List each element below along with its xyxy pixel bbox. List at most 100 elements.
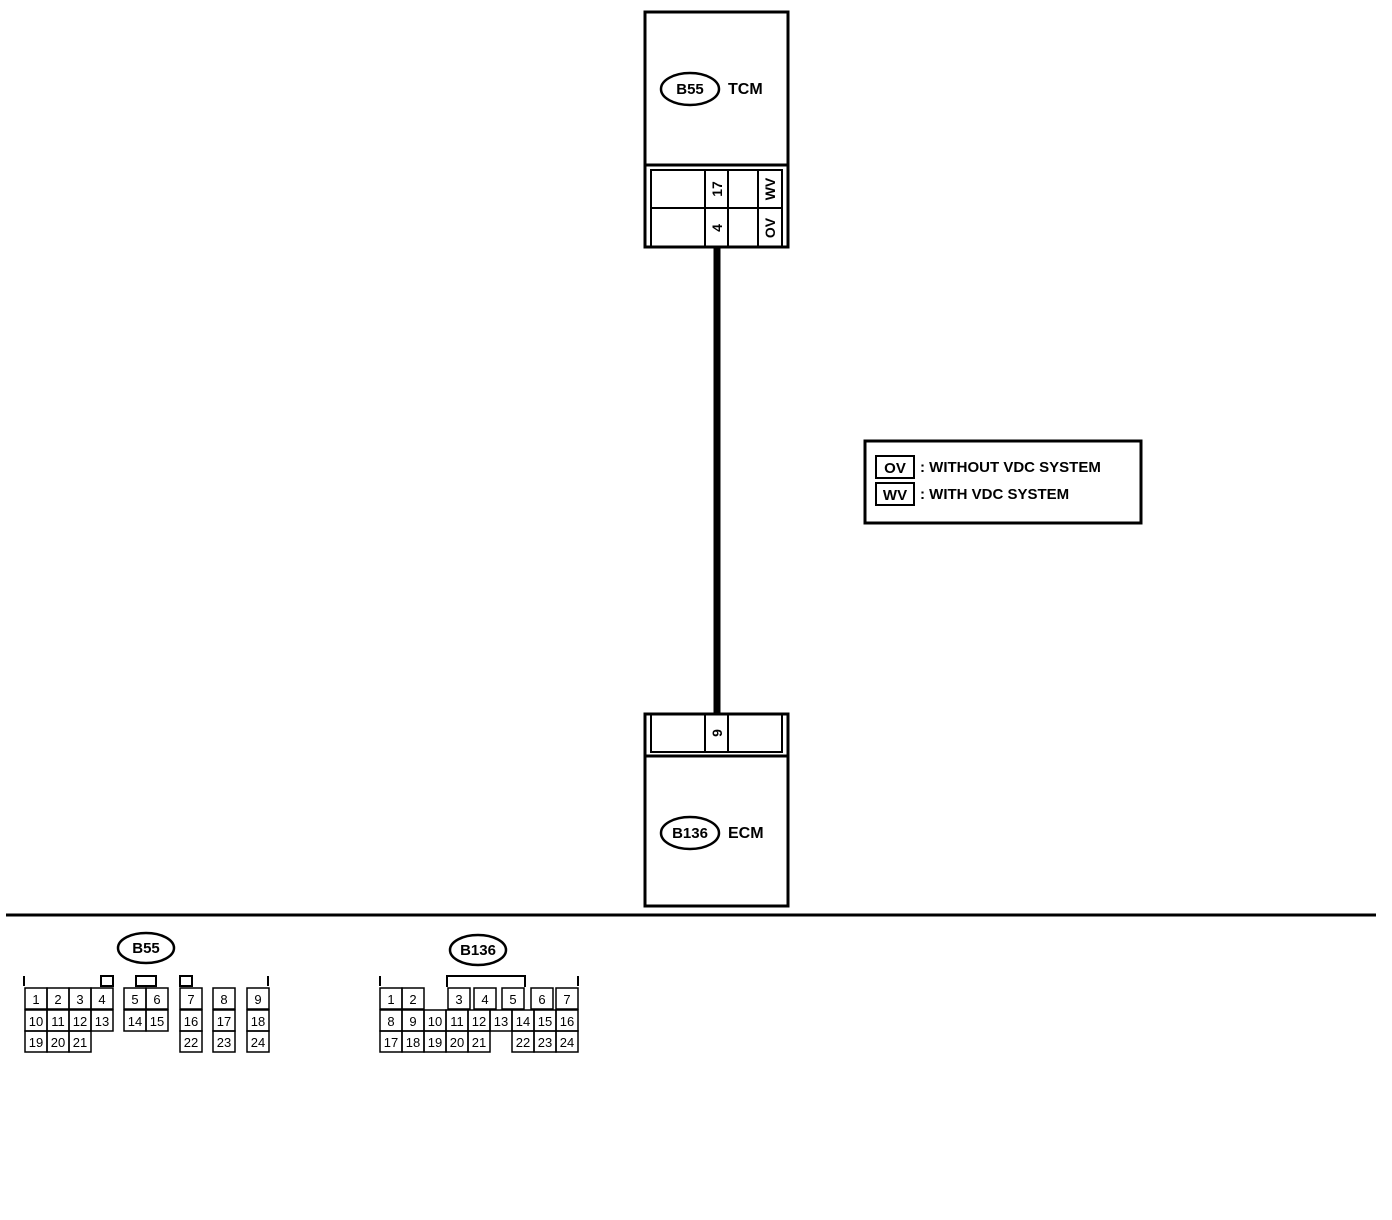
- b55-pin-22: 22: [179, 1030, 203, 1053]
- legend-wv-code: WV: [883, 487, 907, 504]
- tcm-terminal-17: 17: [709, 181, 725, 197]
- b136-pin-8: 8: [379, 1009, 403, 1032]
- b55-pin-18: 18: [246, 1009, 270, 1032]
- tcm-terminal-4: 4: [709, 224, 725, 232]
- svg-text:20: 20: [450, 1035, 464, 1050]
- legend: OV : WITHOUT VDC SYSTEM WV : WITH VDC SY…: [863, 439, 1143, 525]
- b136-pin-17: 17: [379, 1030, 403, 1053]
- svg-text:10: 10: [29, 1014, 43, 1029]
- b136-pin-11: 11: [445, 1009, 469, 1032]
- svg-text:11: 11: [450, 1014, 464, 1029]
- legend-ov-text: : WITHOUT VDC SYSTEM: [920, 459, 1101, 476]
- b136-pin-18: 18: [401, 1030, 425, 1053]
- svg-text:3: 3: [76, 992, 83, 1007]
- b136-pin-2: 2: [401, 987, 425, 1010]
- b136-pin-16: 16: [555, 1009, 579, 1032]
- ecm-connector-block: [650, 713, 783, 753]
- legend-wv-text: : WITH VDC SYSTEM: [920, 486, 1069, 503]
- b136-pin-6: 6: [530, 987, 554, 1010]
- svg-text:6: 6: [153, 992, 160, 1007]
- svg-text:22: 22: [516, 1035, 530, 1050]
- svg-text:19: 19: [428, 1035, 442, 1050]
- svg-text:1: 1: [32, 992, 39, 1007]
- b55-pin-10: 10: [24, 1009, 48, 1032]
- svg-text:19: 19: [29, 1035, 43, 1050]
- ecm-connector-id-oval: [659, 815, 721, 851]
- b55-pin-15: 15: [145, 1009, 169, 1032]
- b55-pin-14: 14: [123, 1009, 147, 1032]
- tcm-name: TCM: [728, 81, 763, 98]
- svg-text:17: 17: [384, 1035, 398, 1050]
- b55-pin-20: 20: [46, 1030, 70, 1053]
- svg-text:22: 22: [184, 1035, 198, 1050]
- svg-text:8: 8: [387, 1014, 394, 1029]
- tcm-variant-ov: OV: [762, 217, 778, 238]
- legend-ov-code: OV: [884, 460, 906, 477]
- tcm-module: B55 TCM 17 4 WV OV: [643, 10, 790, 249]
- svg-text:23: 23: [538, 1035, 552, 1050]
- b136-pin-5: 5: [501, 987, 525, 1010]
- b136-pin-10: 10: [423, 1009, 447, 1032]
- svg-text:12: 12: [73, 1014, 87, 1029]
- svg-text:9: 9: [409, 1014, 416, 1029]
- b55-pin-8: 8: [212, 987, 236, 1010]
- b136-pin-3: 3: [447, 987, 471, 1010]
- b55-pin-23: 23: [212, 1030, 236, 1053]
- b136-id: B136: [460, 942, 496, 959]
- b136-pin-22: 22: [511, 1030, 535, 1053]
- svg-text:5: 5: [509, 992, 516, 1007]
- svg-text:3: 3: [455, 992, 462, 1007]
- b55-pin-21: 21: [68, 1030, 92, 1053]
- b55-pin-17: 17: [212, 1009, 236, 1032]
- svg-text:21: 21: [472, 1035, 486, 1050]
- b136-pin-20: 20: [445, 1030, 469, 1053]
- b55-pin-11: 11: [46, 1009, 70, 1032]
- svg-text:15: 15: [538, 1014, 552, 1029]
- svg-text:5: 5: [131, 992, 138, 1007]
- tcm-connector-id: B55: [676, 81, 704, 98]
- legend-wv-box: [875, 482, 915, 506]
- b55-pin-4: 4: [90, 987, 114, 1010]
- svg-text:13: 13: [494, 1014, 508, 1029]
- svg-text:24: 24: [251, 1035, 265, 1050]
- svg-text:20: 20: [51, 1035, 65, 1050]
- svg-text:21: 21: [73, 1035, 87, 1050]
- b55-pin-13: 13: [90, 1009, 114, 1032]
- svg-text:16: 16: [560, 1014, 574, 1029]
- svg-text:18: 18: [406, 1035, 420, 1050]
- svg-text:16: 16: [184, 1014, 198, 1029]
- b55-pin-7: 7: [179, 987, 203, 1010]
- b136-pin-21: 21: [467, 1030, 491, 1053]
- b136-pin-4: 4: [473, 987, 497, 1010]
- b136-pin-9: 9: [401, 1009, 425, 1032]
- b136-pin-19: 19: [423, 1030, 447, 1053]
- b55-pin-1: 1: [24, 987, 48, 1010]
- b55-pin-16: 16: [179, 1009, 203, 1032]
- ecm-connector-id: B136: [672, 825, 708, 842]
- b55-pin-2: 2: [46, 987, 70, 1010]
- svg-text:12: 12: [472, 1014, 486, 1029]
- svg-text:14: 14: [128, 1014, 142, 1029]
- legend-ov-box: [875, 455, 915, 479]
- b55-pin-19: 19: [24, 1030, 48, 1053]
- b55-id: B55: [132, 940, 160, 957]
- b136-pin-14: 14: [511, 1009, 535, 1032]
- svg-text:4: 4: [481, 992, 488, 1007]
- svg-text:8: 8: [220, 992, 227, 1007]
- svg-text:15: 15: [150, 1014, 164, 1029]
- b136-pin-7: 7: [555, 987, 579, 1010]
- b136-pin-23: 23: [533, 1030, 557, 1053]
- tcm-variant-wv: WV: [762, 177, 778, 200]
- svg-text:10: 10: [428, 1014, 442, 1029]
- svg-text:11: 11: [51, 1014, 65, 1029]
- ecm-terminal-9: 9: [709, 729, 725, 737]
- ecm-body: [643, 712, 790, 908]
- svg-text:24: 24: [560, 1035, 574, 1050]
- b55-pin-9: 9: [246, 987, 270, 1010]
- svg-text:4: 4: [98, 992, 105, 1007]
- legend-frame: [863, 439, 1143, 525]
- svg-text:6: 6: [538, 992, 545, 1007]
- b136-pin-1: 1: [379, 987, 403, 1010]
